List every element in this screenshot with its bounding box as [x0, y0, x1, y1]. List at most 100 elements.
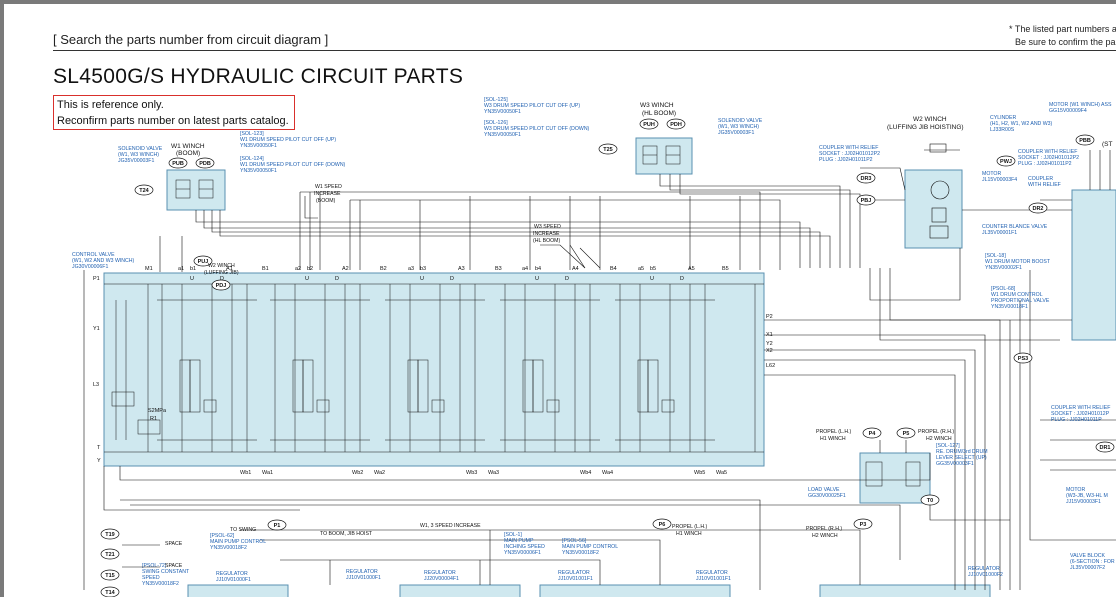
sol127-valve-block[interactable]	[859, 452, 931, 504]
valve-top-port: A4	[572, 266, 579, 272]
label-sol124: YN35V00050F1	[240, 168, 277, 174]
valve-top-port: a2	[295, 266, 301, 272]
label-coupler-relief-2: COUPLER WITH RELIEF	[1018, 149, 1077, 155]
valve-top-port: b4	[535, 266, 541, 272]
tag-oval-pdj	[211, 279, 231, 291]
label-load-valve: LOAD VALVE	[808, 487, 840, 493]
pump-block-left[interactable]	[187, 584, 289, 597]
label-solenoid-w3: SOLENOID VALVE	[718, 118, 763, 124]
pump-block-right[interactable]	[819, 584, 991, 597]
tag-oval-dr3	[856, 172, 876, 184]
relief-r1-label: R1	[150, 416, 157, 422]
w1-solenoid-block[interactable]	[166, 169, 226, 211]
w1-motor-block-right[interactable]	[1071, 189, 1116, 341]
control-valve-body[interactable]	[103, 272, 765, 467]
port-p1: P1	[93, 276, 100, 282]
w2-motor-block[interactable]	[904, 169, 963, 249]
tag-oval-dr2	[1028, 202, 1048, 214]
pump-block-mid[interactable]	[399, 584, 521, 597]
label-motor-top: GG15V00009F4	[1049, 108, 1087, 114]
label-regulator5: JJ10V01001F1	[696, 576, 731, 582]
tag-oval-pbb	[1075, 134, 1095, 146]
stb-label: (ST	[1102, 141, 1113, 148]
tag-oval-dr1	[1095, 441, 1115, 453]
w3-solenoid-block[interactable]	[635, 137, 693, 175]
label-control-valve: (W1, W2 AND W3 WINCH)	[72, 258, 135, 264]
valve-top-port: A3	[458, 266, 465, 272]
propel-lh-b-label: PROPEL (L.H.)	[672, 524, 708, 530]
part-number-note-line1: * The listed part numbers ar	[1009, 24, 1116, 34]
valve-top-port: a1	[178, 266, 184, 272]
label-sol126: YN35V00050F1	[484, 132, 521, 138]
w3-solenoid-internals	[642, 145, 681, 165]
tag-oval-t0	[920, 494, 940, 506]
tag-p5: P5	[903, 431, 910, 437]
tag-pub: PUB	[172, 161, 184, 167]
space-label-2: SPACE	[165, 563, 183, 569]
label-sol125: YN35V00050F1	[484, 109, 521, 115]
to-swing-label: TO SWING	[230, 527, 256, 533]
w2-winch-small-title: W2 WINCH	[208, 263, 235, 269]
spool-section	[417, 359, 429, 413]
tag-oval-p4	[862, 427, 882, 439]
valve-bottom-port: Wb2	[352, 470, 363, 476]
check-valve	[316, 399, 330, 413]
port-y: Y	[97, 458, 101, 464]
label-sol125: W3 DRUM SPEED PILOT CUT OFF (UP)	[484, 103, 580, 109]
check-valve	[546, 399, 560, 413]
search-heading: [ Search the parts number from circuit d…	[53, 32, 329, 47]
label-valve-block: (6-SECTION : FOR	[1070, 559, 1115, 565]
sol127-internals	[865, 461, 921, 487]
tag-oval-p5	[896, 427, 916, 439]
w1-speed-increase-1: W1 SPEED	[315, 184, 342, 190]
tag-oval-t24	[134, 184, 154, 196]
spool-section	[647, 359, 659, 413]
w3-hl-boom-title: (HL BOOM)	[642, 110, 676, 117]
label-psol72: SWING CONSTANT	[142, 569, 190, 575]
label-coupler-relief-1: SOCKET : JJ02H01012P2	[819, 151, 880, 157]
label-sol123: W1 DRUM SPEED PILOT CUT OFF (UP)	[240, 137, 336, 143]
label-psol62: MAIN PUMP CONTROL	[210, 539, 266, 545]
tag-pdb: PDB	[199, 161, 211, 167]
label-sol127: RE. DRUM/3rd DRUM	[936, 449, 988, 455]
reference-line-2: Reconfirm parts number on latest parts c…	[57, 115, 289, 127]
label-psol68: YN35V00018F1	[991, 304, 1028, 310]
tag-oval-pub	[168, 157, 188, 169]
valve-top-port: b1	[190, 266, 196, 272]
label-regulator5: REGULATOR	[696, 570, 728, 576]
tag-t19: T19	[105, 532, 114, 538]
port-l3: L3	[93, 382, 99, 388]
tag-pdj: PDJ	[216, 283, 227, 289]
valve-bottom-port: Wa3	[488, 470, 499, 476]
label-sol123: YN35V00050F1	[240, 143, 277, 149]
label-sol1: YN35V00006F1	[504, 550, 541, 556]
label-valve-block: VALVE BLOCK	[1070, 553, 1106, 559]
section-letter: D	[450, 276, 454, 282]
label-solenoid-w3: (W1, W3 WINCH)	[718, 124, 759, 130]
reference-notice: This is reference only. Reconfirm parts …	[53, 95, 295, 130]
reference-line-1: This is reference only.	[57, 99, 164, 111]
valve-top-port: A2	[342, 266, 349, 272]
check-valve	[431, 399, 445, 413]
label-regulator1: JJ10V01000F1	[216, 577, 251, 583]
tag-oval-p3	[853, 518, 873, 530]
spool-section	[532, 359, 544, 413]
port-m1: M1	[145, 266, 153, 272]
label-psol68: W1 DRUM CONTROL	[991, 292, 1043, 298]
label-solenoid-w1: (W1, W3 WINCH)	[118, 152, 159, 158]
label-regulator2: REGULATOR	[346, 569, 378, 575]
propel-rh-b-h2-label: H2 WINCH	[812, 533, 838, 539]
w3-speed-increase-2: INCREASE	[533, 231, 560, 237]
page-title: SL4500G/S HYDRAULIC CIRCUIT PARTS	[53, 65, 464, 88]
pump-block-mid2[interactable]	[539, 584, 731, 597]
label-motor-right: (W3-JB, W3-HL M	[1066, 493, 1108, 499]
label-regulator3: REGULATOR	[424, 570, 456, 576]
label-cylinder: (H1, H2, W1, W2 AND W3)	[990, 121, 1053, 127]
label-motor-top: MOTOR (W1 WINCH) ASS	[1049, 102, 1112, 108]
label-regulator4: REGULATOR	[558, 570, 590, 576]
label-sol124: W1 DRUM SPEED PILOT CUT OFF (DOWN)	[240, 162, 346, 168]
check-valve	[203, 399, 217, 413]
tag-pbb: PBB	[1079, 138, 1091, 144]
valve-top-port: a5	[638, 266, 644, 272]
